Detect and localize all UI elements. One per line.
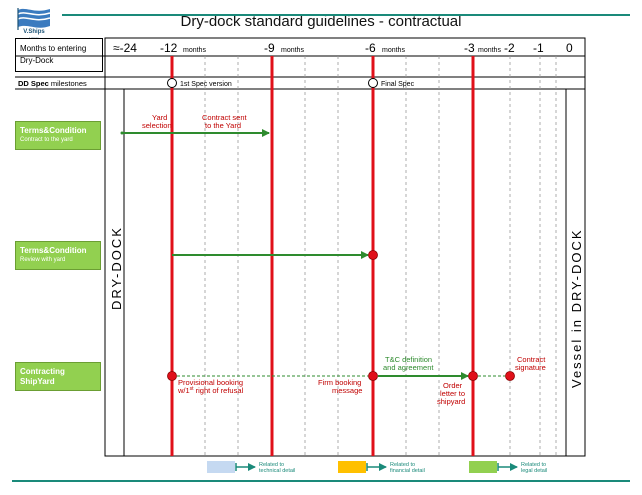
row-subtitle: Review with yard (20, 257, 66, 263)
annotation-line: letter to (440, 389, 465, 398)
legend-line: technical detail (259, 468, 295, 474)
annotation-line: shipyard (437, 397, 465, 406)
tick-unit: months (478, 47, 501, 54)
logo-flag-icon (17, 8, 51, 30)
annotation-line: Firm booking (318, 378, 361, 387)
months-header-label: Months to entering Dry-Dock (15, 38, 103, 72)
row-title: Contracting ShipYard (20, 367, 65, 386)
legend-swatch-technical (207, 461, 235, 473)
tick-label: -12 (160, 41, 178, 55)
legend-line: Related to (521, 462, 546, 468)
contract-signature-dot (505, 371, 515, 381)
annotation-line: signature (515, 363, 546, 372)
legend-swatch-legal (469, 461, 497, 473)
annotation-line: and agreement (383, 363, 434, 372)
annotation-line: Order (443, 381, 463, 390)
annotation-line: selection (142, 121, 172, 130)
annotation-line: Contract sent (202, 113, 248, 122)
annotation-line: message (332, 386, 362, 395)
tick-label: 0 (566, 41, 573, 55)
tick-unit: months (382, 47, 405, 54)
row-title: Terms&Condition (20, 126, 87, 135)
legend-line: financial detail (390, 468, 425, 474)
timeline-frame (104, 37, 586, 457)
arrow-start-dot (120, 131, 124, 135)
milestone-final-label: Final Spec (381, 81, 415, 88)
firm-booking-dot (368, 371, 378, 381)
milestones-label-bold: DD Spec (18, 79, 49, 88)
tick-label: -9 (264, 41, 275, 55)
milestone-marker-first (167, 78, 177, 88)
annotation-line: T&C definition (385, 355, 432, 364)
milestone-first-label: 1st Spec version (180, 81, 232, 88)
row-title: Terms&Condition (20, 246, 87, 255)
tick-unit: months (281, 47, 304, 54)
tick-label: -1 (533, 41, 544, 55)
order-letter-dot (468, 371, 478, 381)
row-box-tc-review: Terms&Condition Review with yard (15, 241, 101, 270)
tick-label: ≈-24 (113, 41, 137, 55)
tick-label: -2 (504, 41, 515, 55)
logo-name: V.Ships (23, 29, 45, 35)
annotation-line: Contract (517, 355, 546, 364)
milestones-row-label: DD Spec milestones (18, 79, 87, 88)
row-box-contracting-shipyard: Contracting ShipYard (15, 362, 101, 391)
review-end-dot (368, 250, 378, 260)
legend-line: legal detail (521, 468, 547, 474)
tick-label: -3 (464, 41, 475, 55)
provisional-booking-dot (167, 371, 177, 381)
annotation-line: Yard (152, 113, 167, 122)
legend-line: Related to (259, 462, 284, 468)
row-box-tc-contract: Terms&Condition Contract to the yard (15, 121, 101, 150)
milestone-marker-final (368, 78, 378, 88)
milestones-label-rest: milestones (48, 79, 87, 88)
annotation-line: to the Yard (205, 121, 241, 130)
annotation-line: Provisional booking (178, 378, 243, 387)
row-subtitle: Contract to the yard (20, 137, 73, 143)
tick-unit: months (183, 47, 206, 54)
page-title: Dry-dock standard guidelines - contractu… (180, 13, 462, 30)
tick-label: -6 (365, 41, 376, 55)
annotation-line: w/1st right of refusal (177, 386, 244, 395)
legend-line: Related to (390, 462, 415, 468)
legend-swatch-financial (338, 461, 366, 473)
